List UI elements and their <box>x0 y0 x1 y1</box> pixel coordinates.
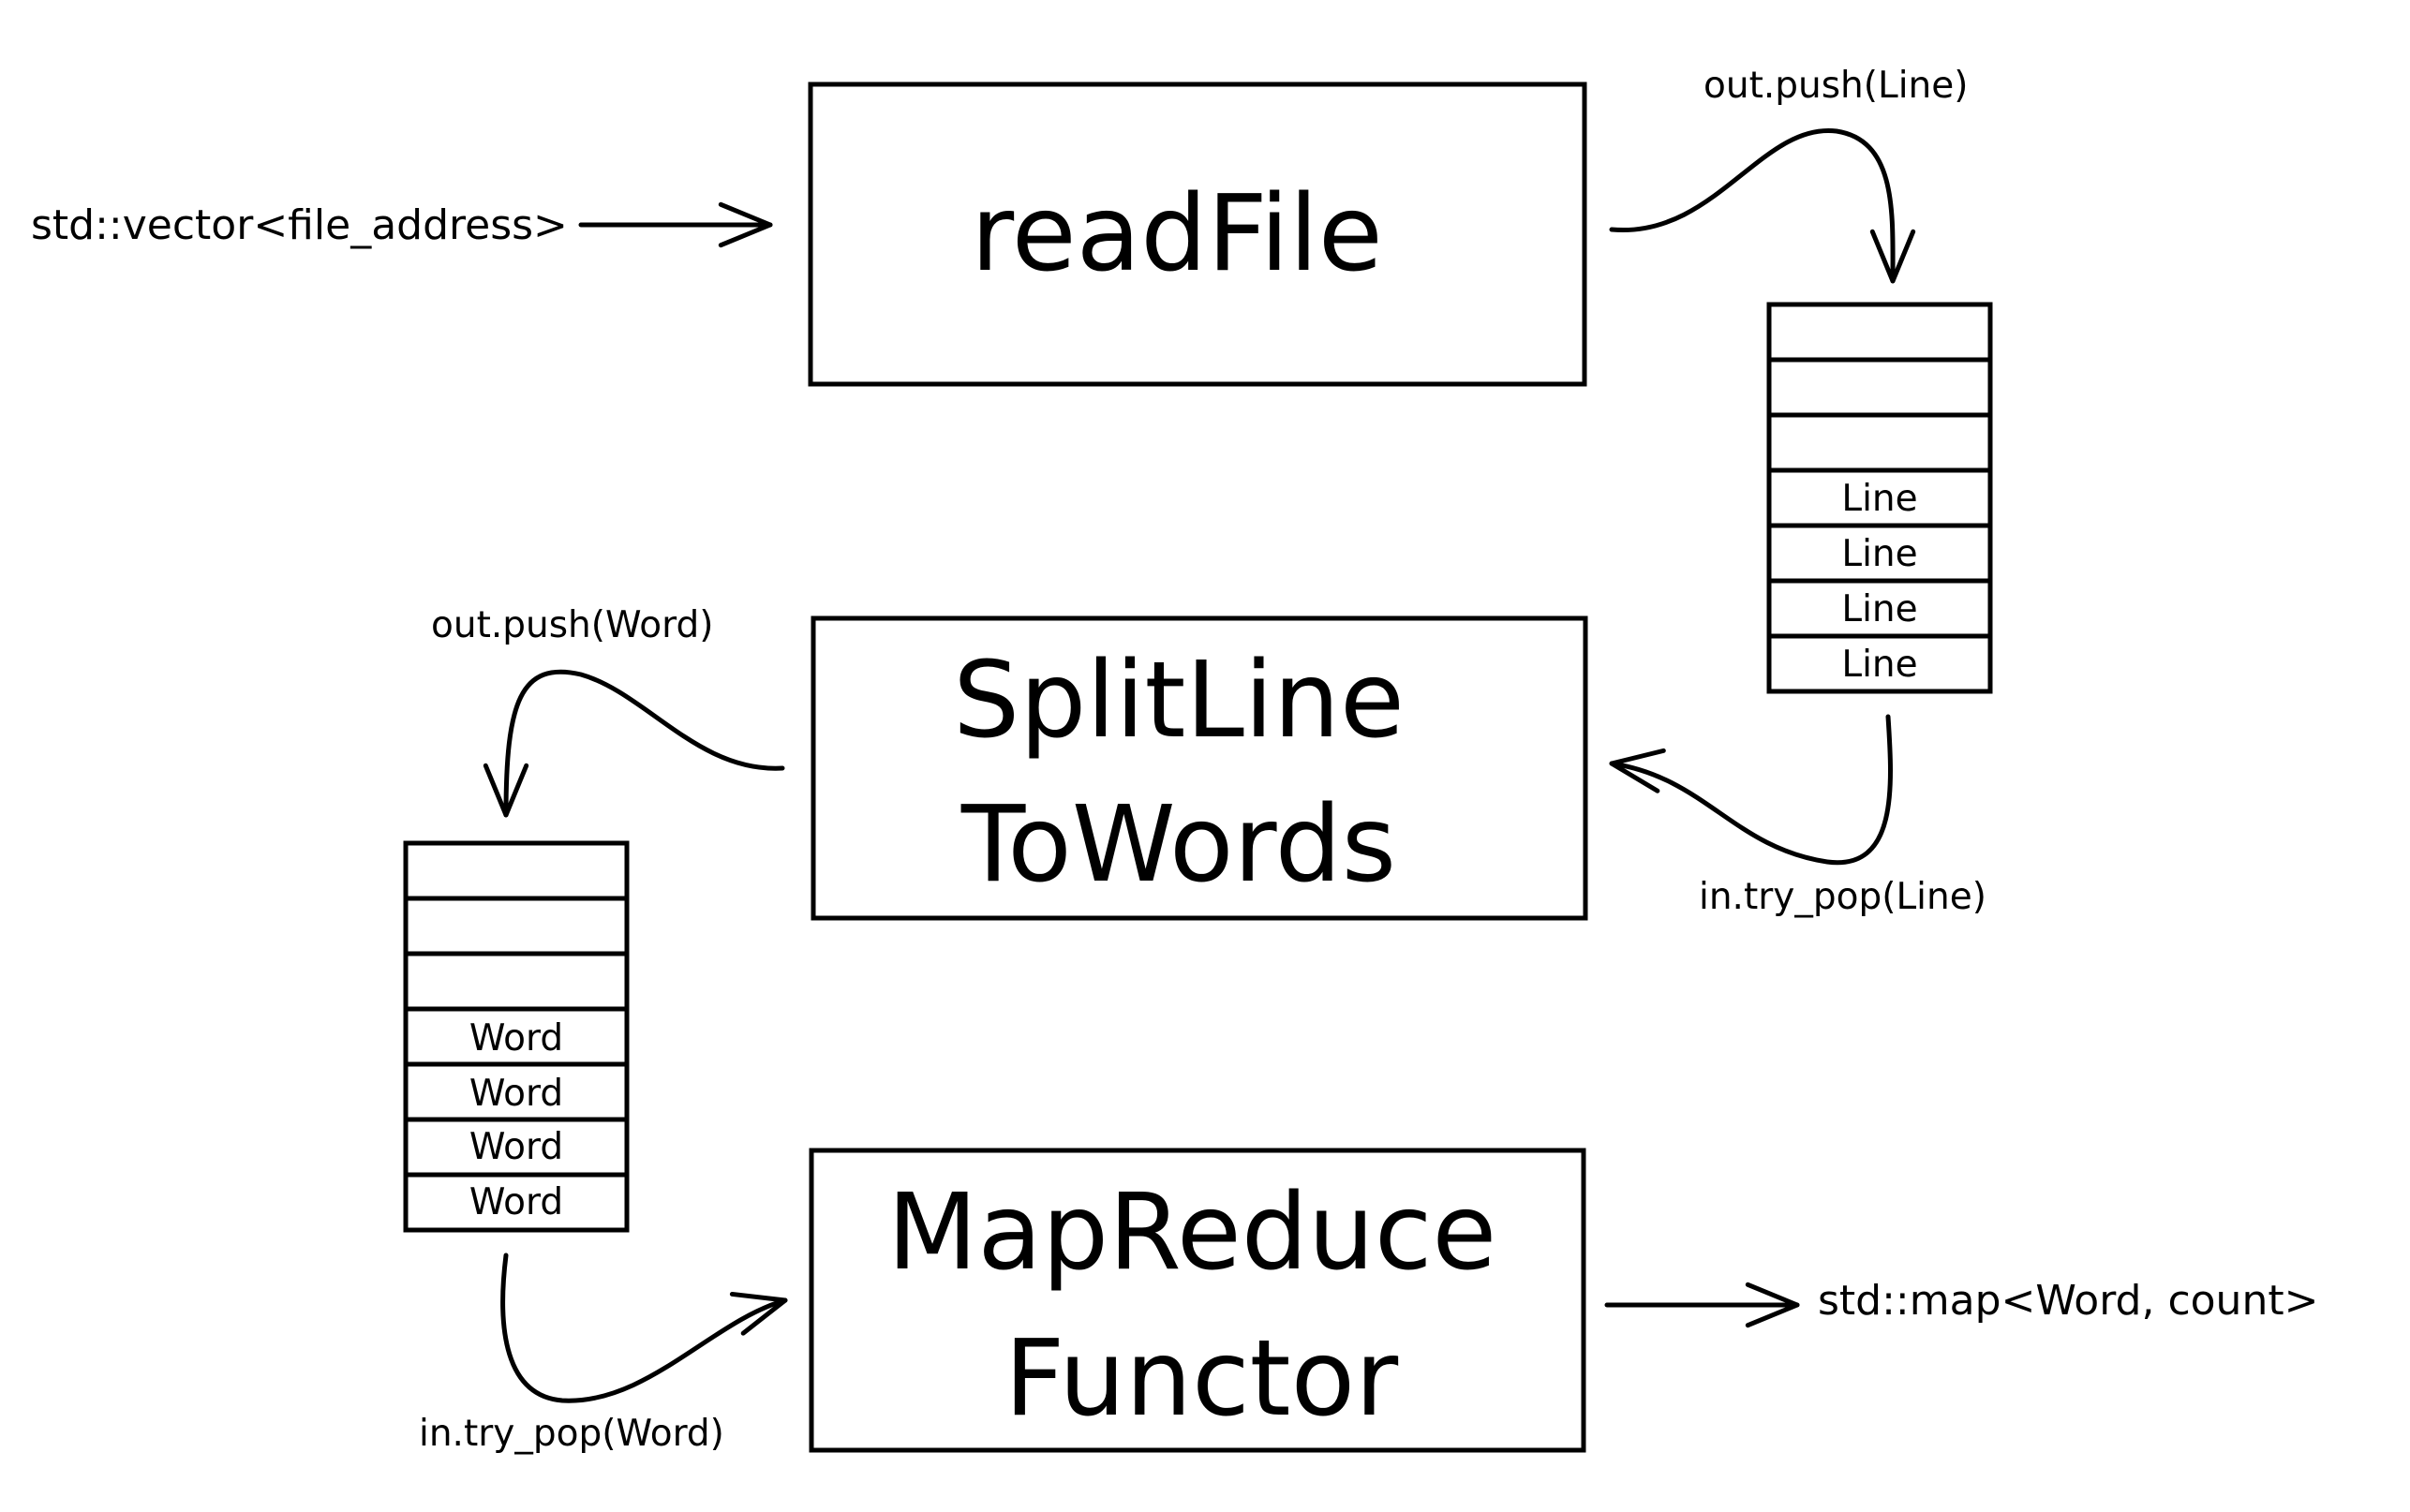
queue-cell <box>403 840 630 901</box>
queue-cell-label: Word <box>469 1017 563 1060</box>
push-word-arrow <box>483 669 785 818</box>
push-line-arrow <box>1609 128 1916 284</box>
read-file-stage-title: readFile <box>971 173 1383 295</box>
queue-cell-label: Line <box>1841 588 1917 630</box>
word-queue: Word Word Word Word <box>403 840 630 1233</box>
queue-cell-label: Line <box>1841 478 1917 520</box>
pop-word-label: in.try_pop(Word) <box>419 1413 724 1455</box>
map-reduce-stage-title: Functor <box>1004 1318 1399 1440</box>
queue-cell <box>1766 467 1993 528</box>
map-reduce-stage-title: MapReduce <box>887 1172 1497 1294</box>
queue-cell <box>403 896 630 956</box>
pop-line-label: in.try_pop(Line) <box>1699 876 1986 918</box>
input-label: std::vector<file_address> <box>31 201 568 249</box>
split-line-stage-title: SplitLine <box>953 640 1405 762</box>
line-queue: Line Line Line Line <box>1766 302 1993 694</box>
push-line-label: out.push(Line) <box>1703 65 1968 107</box>
queue-cell <box>1766 412 1993 473</box>
queue-cell <box>403 951 630 1012</box>
queue-cell <box>1766 302 1993 363</box>
queue-cell <box>403 1061 630 1122</box>
queue-cell <box>403 1117 630 1178</box>
queue-cell-label: Word <box>469 1181 563 1223</box>
split-line-stage: SplitLine ToWords <box>811 615 1588 921</box>
queue-cell-label: Word <box>469 1126 563 1168</box>
split-line-stage-title: ToWords <box>960 784 1396 906</box>
queue-cell <box>403 1006 630 1067</box>
push-word-label: out.push(Word) <box>431 604 713 646</box>
queue-cell-label: Line <box>1841 533 1917 575</box>
queue-cell <box>403 1172 630 1233</box>
pop-word-arrow <box>500 1253 788 1403</box>
map-reduce-stage: MapReduce Functor <box>809 1148 1586 1453</box>
queue-cell-label: Word <box>469 1073 563 1115</box>
pop-line-arrow <box>1609 714 1893 866</box>
queue-cell <box>1766 633 1993 694</box>
read-file-stage: readFile <box>808 82 1587 387</box>
queue-cell-label: Line <box>1841 644 1917 686</box>
output-label: std::map<Word, count> <box>1818 1277 2318 1325</box>
queue-cell <box>1766 357 1993 418</box>
